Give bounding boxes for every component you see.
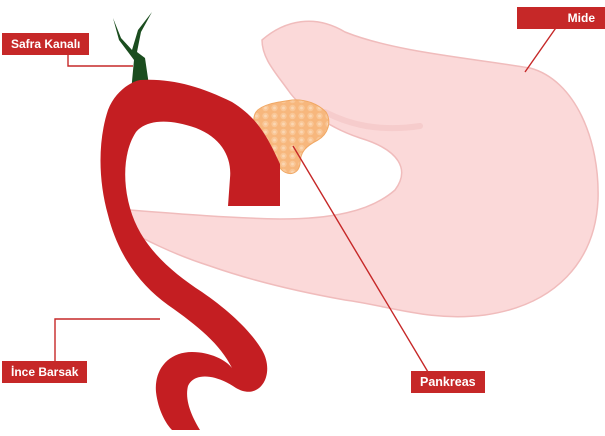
- small-intestine-label: İnce Barsak: [2, 361, 87, 383]
- bile-duct-label: Safra Kanalı: [2, 33, 89, 55]
- leader-line-intestine: [55, 319, 160, 362]
- stomach-shape: [116, 21, 598, 316]
- stomach-label: Mide: [517, 7, 605, 29]
- pancreas-label: Pankreas: [411, 371, 485, 393]
